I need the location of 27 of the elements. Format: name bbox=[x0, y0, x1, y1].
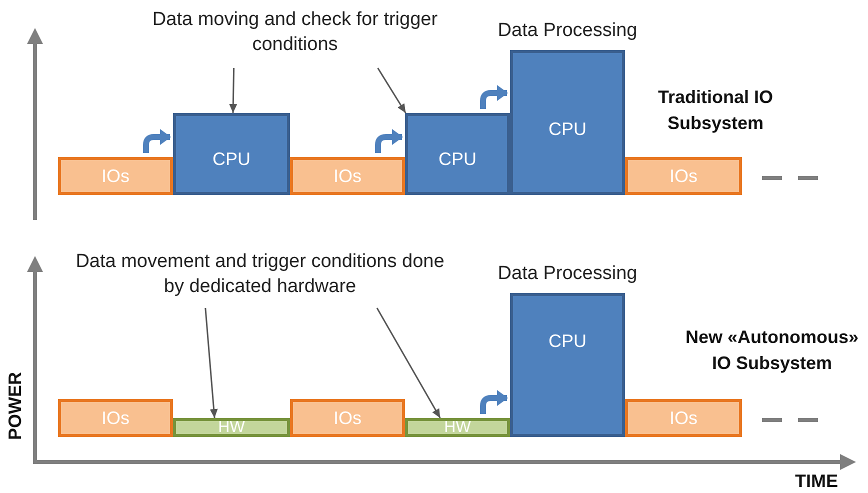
curved-arrow bbox=[375, 129, 403, 153]
cpu-block: CPU bbox=[510, 50, 625, 195]
io-block: IOs bbox=[625, 399, 742, 437]
block-caption: Data Processing bbox=[498, 20, 638, 42]
leader-arrow bbox=[376, 308, 441, 418]
leader-arrow bbox=[229, 68, 238, 114]
leader-arrow bbox=[204, 308, 218, 418]
subsystem-label: Traditional IO Subsystem bbox=[656, 86, 774, 136]
io-block: IOs bbox=[625, 157, 742, 195]
io-block: IOs bbox=[58, 399, 173, 437]
block-caption: Data Processing bbox=[498, 263, 638, 285]
cpu-block: CPU bbox=[173, 113, 290, 195]
cpu-block: CPU bbox=[405, 113, 510, 195]
io-block: IOs bbox=[290, 157, 405, 195]
leader-arrow bbox=[377, 68, 406, 114]
subsystem-label: New «Autonomous» IO Subsystem bbox=[684, 326, 860, 376]
annotation-text: Data movement and trigger conditions done by dedicated hardware bbox=[65, 250, 455, 300]
annotation-text: Data moving and check for trigger conditions bbox=[115, 8, 475, 58]
curved-arrow bbox=[143, 129, 171, 153]
axis-label: TIME bbox=[795, 470, 838, 493]
hardware-block: HW bbox=[173, 418, 290, 437]
axis-label: POWER bbox=[6, 372, 24, 440]
io-block: IOs bbox=[290, 399, 405, 437]
io-block: IOs bbox=[58, 157, 173, 195]
curved-arrow bbox=[480, 85, 508, 109]
cpu-block: CPU bbox=[510, 293, 625, 437]
hardware-block: HW bbox=[405, 418, 510, 437]
